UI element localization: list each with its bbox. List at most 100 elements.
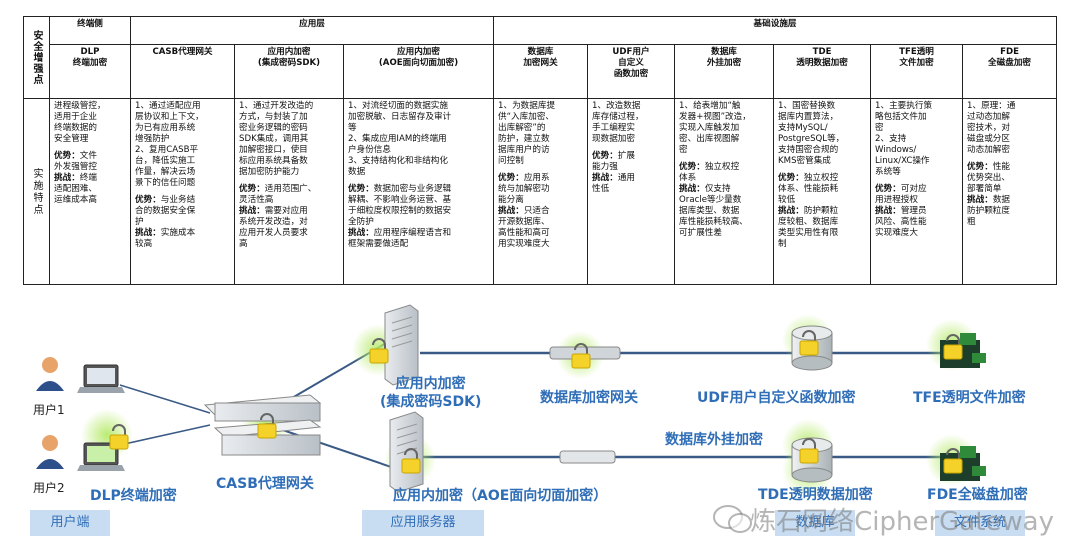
table-cell: 1、通过适配应用 层协议和上下文， 为已有应用系统 增强防护 2、复用CASB平… (130, 98, 235, 285)
advantage-text: 独立权控 体系 (679, 162, 740, 183)
terminal-layer-header: 终端侧 (49, 16, 131, 45)
cell-challenge: 挑战：应用程序编程语言和 框架需要做适配 (348, 228, 489, 250)
udf-label: UDF用户自定义函数加密 (697, 390, 856, 406)
cell-advantage: 优势：独立权控 体系 (679, 162, 769, 184)
advantage-text: 数据加密与业务逻辑 解耦、不影响业务运营、基 于细粒度权限控制的数据安 全防护 (348, 184, 452, 227)
db-external-label: 数据库外挂加密 (665, 432, 763, 448)
user-label: 用户1 (33, 403, 65, 417)
db-external-pipe (559, 450, 616, 464)
tde-label: TDE透明数据加密 (758, 487, 873, 503)
column-header: 数据库 加密网关 (493, 44, 589, 99)
table-cell: 1、主要执行策 略包括文件加 密 2、支持 Windows/ Linux/XC操… (870, 98, 964, 285)
challenge-text: 需要对应用 系统开发改造，对 应用开发人员要求 高 (239, 206, 308, 249)
challenge-label: 挑战： (54, 173, 80, 183)
table-cell: 1、改造数据 库存储过程， 手工编程实 现数据加密优势：扩展 能力强挑战：通用 … (587, 98, 676, 285)
challenge-label: 挑战： (498, 206, 524, 216)
zone-user: 用户端 (30, 510, 110, 536)
tfe-label: TFE透明文件加密 (913, 390, 1026, 406)
table-cell: 1、为数据库提 供“入库加密、 出库解密”的 防护，建立数 据库用户的访 问控制… (493, 98, 589, 285)
advantage-text: 独立权控 体系、性能损耗 较低 (778, 173, 839, 205)
challenge-label: 挑战： (967, 195, 993, 205)
advantage-label: 优势： (54, 151, 80, 161)
laptop-icon (77, 364, 125, 393)
challenge-text: 实施成本 较高 (135, 228, 196, 249)
laptop-icon (77, 442, 125, 471)
fde-label: FDE全磁盘加密 (927, 487, 1028, 503)
app-layer-header: 应用层 (129, 16, 495, 45)
cell-challenge: 挑战：终端 适配困难、 运维成本高 (54, 173, 126, 206)
advantage-text: 文件 外发强管控 (54, 151, 97, 172)
cell-description: 1、原理：通 过动态加解 密技术，对 磁盘或分区 动态加解密 (967, 101, 1016, 155)
cell-challenge: 挑战：管理员 风险、高性能 实现难度大 (875, 206, 958, 239)
challenge-label: 挑战： (679, 184, 705, 194)
cell-challenge: 挑战：仅支持 Oracle等少量数 据库类型、数据 库性能损耗较高、 可扩展性差 (679, 184, 769, 239)
cell-advantage: 优势：应用系 统与加解密功 能分离 (498, 173, 583, 206)
lock-icon (257, 413, 277, 439)
db-gateway-label: 数据库加密网关 (540, 390, 638, 406)
challenge-label: 挑战： (875, 206, 901, 216)
advantage-text: 性能 优势突出、 部署简单 (967, 162, 1011, 194)
connection-lines (36, 304, 986, 496)
advantage-text: 应用系 统与加解密功 能分离 (498, 173, 550, 205)
table-cell: 1、原理：通 过动态加解 密技术，对 磁盘或分区 动态加解密优势：性能 优势突出… (962, 98, 1058, 285)
column-header: TFE透明 文件加密 (870, 44, 964, 99)
cell-challenge: 挑战：数据 防护颗粒度 粗 (967, 195, 1052, 228)
cell-advantage: 优势：可对应 用进程授权 (875, 184, 958, 206)
advantage-label: 优势： (498, 173, 524, 183)
app-sdk-label: 应用内加密 (集成密码SDK) (380, 376, 482, 410)
column-header: 应用内加密 (集成密码SDK) (234, 44, 344, 99)
row-label: 实施特点 (23, 98, 50, 285)
column-header: TDE 透明数据加密 (773, 44, 872, 99)
cell-advantage: 优势：数据加密与业务逻辑 解耦、不影响业务运营、基 于细粒度权限控制的数据安 全… (348, 184, 489, 228)
casb-gateway-icon (203, 394, 322, 456)
table-cell: 1、通过开发改造的 方式，与封装了加 密业务逻辑的密码 SDK集成，调用其 加解… (234, 98, 344, 285)
lock-icon (799, 330, 819, 356)
cell-description: 1、给表增加“触 发器+视图”改造， 实现入库触发加 密、出库视图解 密 (679, 101, 751, 155)
challenge-label: 挑战： (778, 206, 804, 216)
advantage-label: 优势： (875, 184, 901, 194)
advantage-text: 适用范围广、 灵活性高 (239, 184, 317, 205)
cell-challenge: 挑战：防护颗粒 度较粗、数据库 类型实用性有限 制 (778, 206, 866, 250)
lock-icon (401, 448, 421, 474)
cell-challenge: 挑战：实施成本 较高 (135, 228, 230, 250)
column-header: CASB代理网关 (130, 44, 235, 99)
advantage-label: 优势： (967, 162, 993, 172)
column-header: 应用内加密 (AOE面向切面加密) (342, 44, 495, 99)
lock-icon (369, 338, 389, 364)
challenge-text: 防护颗粒 度较粗、数据库 类型实用性有限 制 (778, 206, 839, 249)
cell-description: 1、主要执行策 略包括文件加 密 2、支持 Windows/ Linux/XC操… (875, 101, 933, 177)
zone-app-server: 应用服务器 (362, 510, 484, 536)
challenge-text: 仅支持 Oracle等少量数 据库类型、数据 库性能损耗较高、 可扩展性差 (679, 184, 748, 238)
challenge-label: 挑战： (348, 228, 374, 238)
advantage-text: 扩展 能力强 (592, 151, 636, 172)
column-header: DLP 终端加密 (49, 44, 131, 99)
lock-icon (571, 343, 591, 369)
advantage-text: 可对应 用进程授权 (875, 184, 927, 205)
architecture-diagram: 用户1 用户2 DLP终端加密 CASB代理网关 应用内加密 (集成密码SDK)… (0, 295, 1089, 556)
challenge-text: 数据 防护颗粒度 粗 (967, 195, 1011, 227)
cell-challenge: 挑战：需要对应用 系统开发改造，对 应用开发人员要求 高 (239, 206, 339, 250)
column-header: 数据库 外挂加密 (674, 44, 775, 99)
person-icon (36, 357, 64, 391)
dlp-label: DLP终端加密 (90, 488, 177, 504)
cell-advantage: 优势：独立权控 体系、性能损耗 较低 (778, 173, 866, 206)
app-aoe-label: 应用内加密（AOE面向切面加密） (393, 488, 608, 504)
table-cell: 1、给表增加“触 发器+视图”改造， 实现入库触发加 密、出库视图解 密优势：独… (674, 98, 775, 285)
cell-challenge: 挑战：只适合 开源数据库、 高性能和高可 用实现难度大 (498, 206, 583, 250)
challenge-label: 挑战： (592, 173, 618, 183)
cell-advantage: 优势：性能 优势突出、 部署简单 (967, 162, 1052, 195)
implementation-row: 实施特点 进程级管控， 适用于企业 终端数据的 安全管理优势：文件 外发强管控挑… (23, 98, 1058, 285)
security-comparison-table: 安全增强点 终端侧 应用层 基础设施层 DLP 终端加密 CASB代理网关 应用… (23, 16, 1058, 285)
corner-cell: 安全增强点 (23, 16, 50, 99)
challenge-text: 只适合 开源数据库、 高性能和高可 用实现难度大 (498, 206, 550, 249)
challenge-label: 挑战： (135, 228, 161, 238)
infra-layer-header: 基础设施层 (493, 16, 1058, 45)
challenge-text: 管理员 风险、高性能 实现难度大 (875, 206, 927, 238)
advantage-label: 优势： (348, 184, 374, 194)
lock-icon (799, 438, 819, 464)
advantage-label: 优势： (135, 195, 161, 205)
lock-icon (109, 424, 129, 450)
header-row-layers: 安全增强点 终端侧 应用层 基础设施层 (23, 16, 1058, 99)
cell-challenge: 挑战：通用 性低 (592, 173, 670, 195)
column-header: UDF用户 自定义 函数加密 (587, 44, 676, 99)
